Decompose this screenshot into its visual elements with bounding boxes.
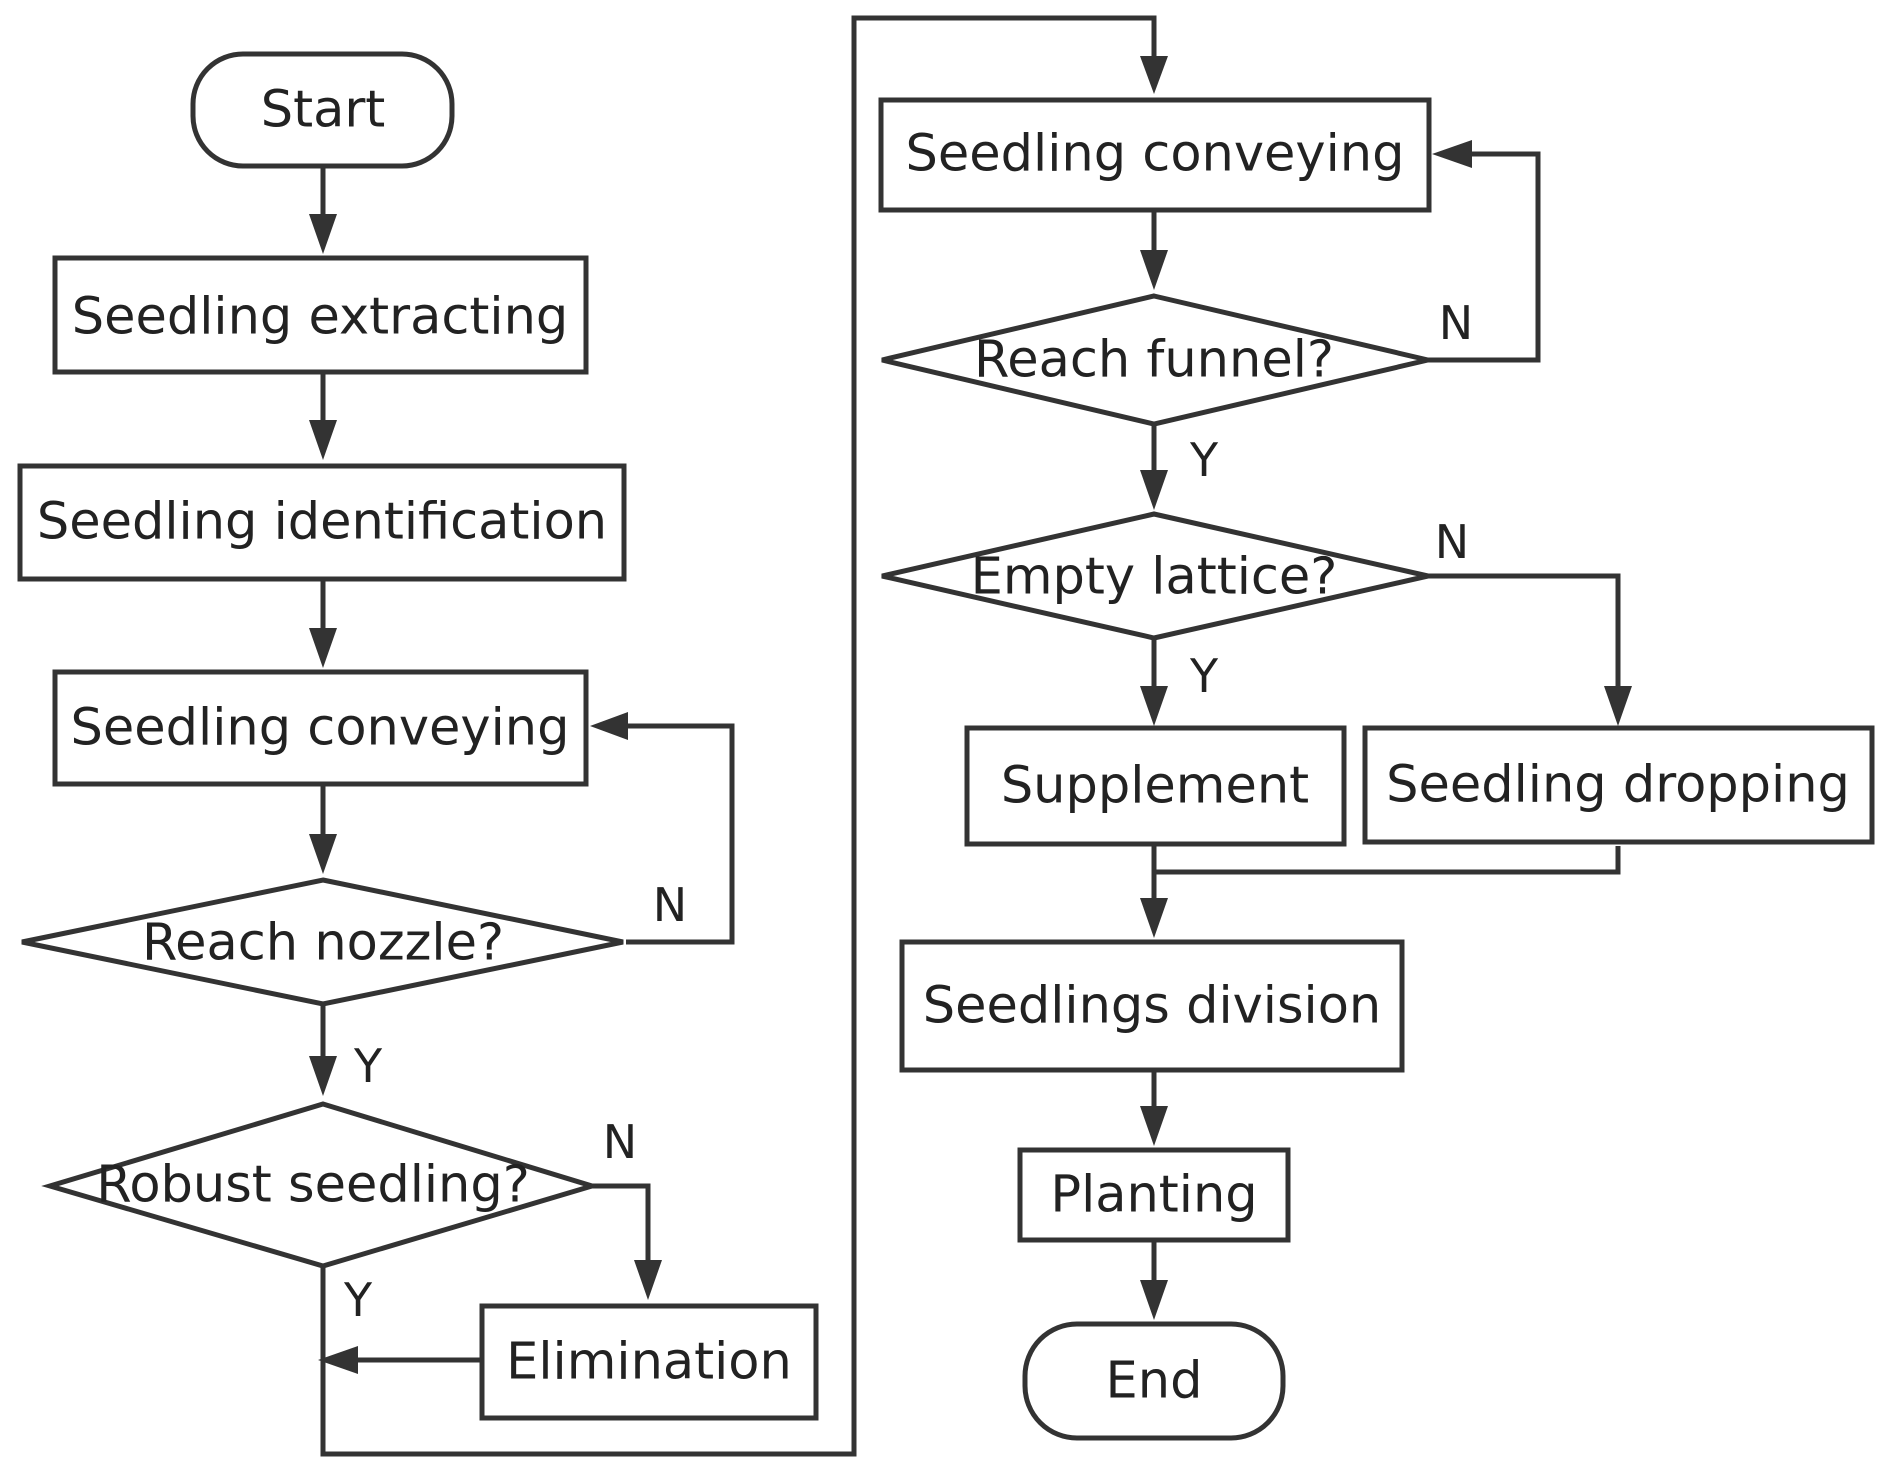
arrowhead-icon: [590, 712, 628, 740]
branch-label-funnel-no: N: [1439, 296, 1473, 350]
edge-merge: [1151, 846, 1621, 875]
edge-funnel-no-loop: [1428, 151, 1541, 363]
node-planting: Planting: [1017, 1147, 1291, 1243]
branch-label-lattice-yes: Y: [1189, 649, 1219, 703]
node-label: Robust seedling?: [96, 1156, 530, 1215]
decision-empty-lattice: Empty lattice?: [881, 511, 1429, 641]
node-seedlings-division: Seedlings division: [899, 939, 1405, 1073]
decision-reach-funnel: Reach funnel?: [881, 293, 1429, 427]
arrowhead-icon: [309, 214, 337, 254]
node-supplement: Supplement: [964, 725, 1347, 847]
node-label: Reach nozzle?: [142, 914, 504, 973]
arrowhead-icon: [309, 628, 337, 668]
node-label: Start: [261, 81, 386, 140]
arrowhead-icon: [1140, 1280, 1168, 1320]
edge-nozzle-no-loop: [620, 723, 735, 945]
node-label: Empty lattice?: [971, 548, 1338, 607]
node-seedling-identification: Seedling identification: [17, 463, 627, 582]
node-label: Seedling dropping: [1386, 756, 1850, 815]
arrowhead-icon: [309, 420, 337, 460]
arrowhead-icon: [1140, 686, 1168, 726]
arrowhead-icon: [1140, 1106, 1168, 1146]
arrowhead-icon: [309, 1056, 337, 1096]
node-elimination: Elimination: [479, 1303, 819, 1421]
edge-robust-no: [592, 1183, 651, 1268]
branch-label-nozzle-no: N: [653, 878, 687, 932]
node-label: Seedling conveying: [906, 125, 1405, 184]
arrowhead-icon: [634, 1260, 662, 1300]
node-label: Seedlings division: [923, 977, 1381, 1036]
node-label: Planting: [1050, 1166, 1257, 1225]
arrowhead-icon: [318, 1346, 358, 1374]
node-end: End: [1022, 1321, 1286, 1441]
node-label: Elimination: [506, 1333, 792, 1392]
node-label: Reach funnel?: [974, 331, 1334, 390]
decision-robust-seedling: Robust seedling?: [41, 1101, 601, 1269]
arrowhead-icon: [1604, 686, 1632, 726]
branch-label-robust-no: N: [603, 1115, 637, 1169]
edge-robust-yes-to-right-column: [320, 15, 1157, 1457]
arrowhead-icon: [1140, 56, 1168, 94]
edge-lattice-no: [1428, 573, 1621, 692]
arrowhead-icon: [1140, 470, 1168, 510]
node-label: End: [1106, 1352, 1203, 1411]
node-label: Seedling identification: [37, 493, 607, 552]
node-seedling-dropping: Seedling dropping: [1362, 725, 1875, 845]
branch-label-nozzle-yes: Y: [353, 1039, 383, 1093]
node-seedling-conveying-1: Seedling conveying: [52, 669, 589, 787]
arrowhead-icon: [1140, 898, 1168, 938]
arrowhead-icon: [1432, 140, 1472, 168]
node-seedling-conveying-2: Seedling conveying: [878, 97, 1432, 213]
node-start: Start: [190, 51, 455, 169]
branch-label-robust-yes: Y: [343, 1273, 373, 1327]
node-label: Supplement: [1001, 757, 1309, 816]
branch-label-funnel-yes: Y: [1189, 433, 1219, 487]
arrowhead-icon: [309, 834, 337, 874]
node-label: Seedling extracting: [72, 288, 569, 347]
node-label: Seedling conveying: [71, 699, 570, 758]
decision-reach-nozzle: Reach nozzle?: [21, 877, 624, 1007]
arrowhead-icon: [1140, 250, 1168, 290]
branch-label-lattice-no: N: [1435, 515, 1469, 569]
node-seedling-extracting: Seedling extracting: [52, 255, 589, 375]
connectors: [309, 15, 1632, 1457]
